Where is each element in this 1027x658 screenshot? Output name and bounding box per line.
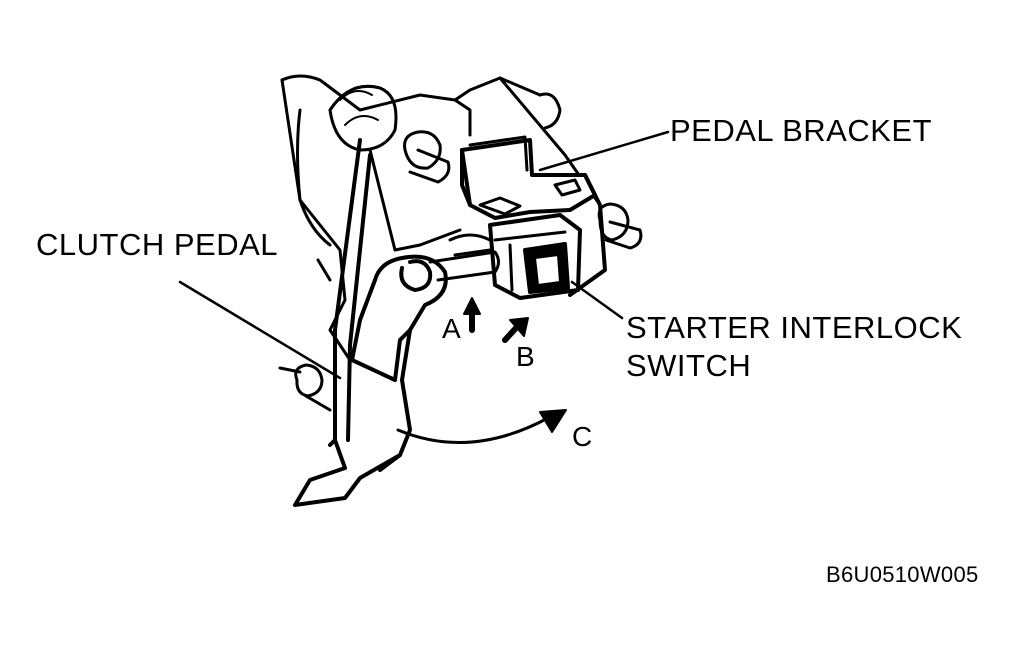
motion-arrows — [396, 297, 567, 444]
leader-lines — [178, 130, 670, 380]
stud-bolts — [278, 130, 643, 412]
arrow-c-label: C — [572, 421, 593, 452]
pedal-bracket-label: PEDAL BRACKET — [670, 113, 933, 148]
clutch-pedal-arm — [293, 138, 448, 507]
pedal-bracket — [460, 135, 607, 297]
starter-interlock-label-line1: STARTER INTERLOCK — [626, 310, 963, 345]
arrow-b-label: B — [516, 341, 536, 372]
arrow-a-label: A — [442, 313, 462, 344]
figure-code: B6U0510W005 — [826, 562, 979, 587]
switch-rod — [428, 250, 500, 282]
starter-interlock-switch — [448, 213, 582, 300]
starter-interlock-label-line2: SWITCH — [626, 348, 752, 383]
clutch-pedal-label: CLUTCH PEDAL — [36, 227, 278, 262]
